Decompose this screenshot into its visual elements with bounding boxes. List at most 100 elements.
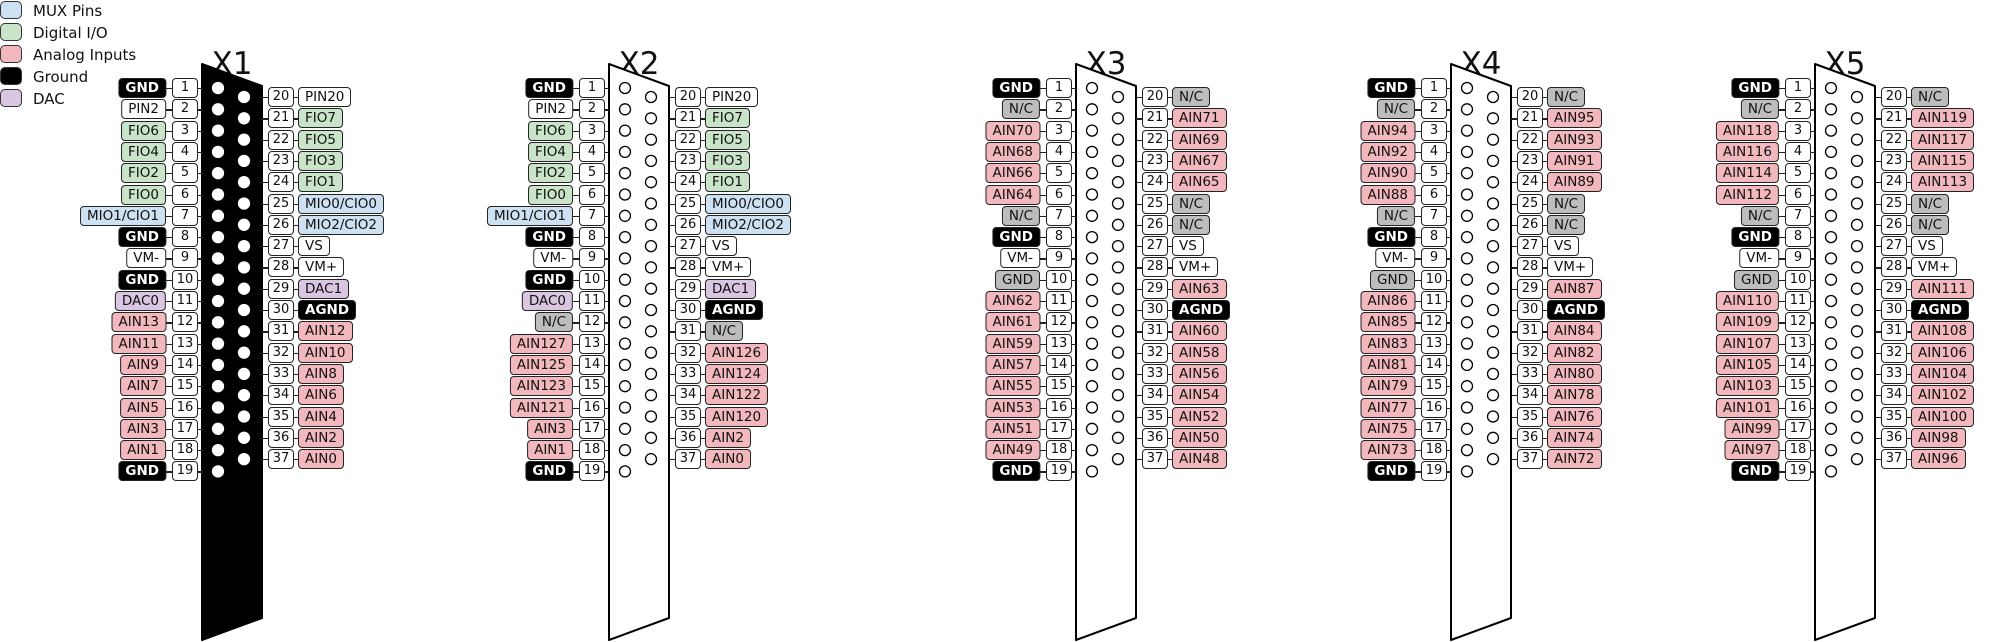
pin-number-31: 31 — [1142, 321, 1168, 342]
pin-number-10: 10 — [1785, 269, 1811, 290]
pin-hole-22 — [1111, 133, 1125, 146]
pin-hole-10 — [1824, 273, 1838, 286]
pin-number-18: 18 — [1785, 440, 1811, 461]
pin-number-30: 30 — [268, 300, 294, 320]
legend-label-ground: Ground — [33, 68, 89, 86]
pin-hole-31 — [1850, 325, 1864, 338]
pin-lead — [605, 428, 609, 431]
pin-lead — [1136, 246, 1142, 248]
pin-number-20: 20 — [1881, 87, 1907, 107]
pin-label-37: AIN48 — [1172, 449, 1227, 470]
pin-lead — [1447, 109, 1451, 111]
pin-lead — [1811, 194, 1815, 196]
pin-lead — [262, 246, 268, 248]
pin-hole-12 — [211, 316, 225, 329]
pin-label-6: FIO0 — [121, 184, 166, 205]
pin-hole-25 — [1850, 197, 1864, 210]
legend: MUX Pins Digital I/O Analog Inputs Groun… — [0, 0, 160, 140]
pin-hole-16 — [618, 401, 632, 414]
pin-hole-25 — [1486, 197, 1500, 210]
pin-number-33: 33 — [1142, 363, 1168, 384]
pin-number-28: 28 — [675, 257, 701, 278]
pin-label-30: AGND — [1911, 300, 1970, 320]
label-lead — [1779, 364, 1785, 367]
pin-lead — [1447, 237, 1451, 239]
pin-number-15: 15 — [1046, 376, 1072, 397]
pin-lead — [669, 288, 675, 290]
legend-swatch-analog-inputs — [0, 45, 22, 63]
pin-lead — [1447, 130, 1451, 132]
label-lead — [1907, 288, 1911, 290]
pin-number-14: 14 — [579, 354, 605, 375]
label-lead — [166, 151, 172, 154]
pin-lead — [669, 246, 675, 248]
pin-number-30: 30 — [1142, 300, 1168, 320]
label-lead — [294, 160, 298, 163]
label-lead — [1543, 267, 1547, 269]
pin-hole-37 — [1111, 452, 1125, 466]
pin-number-3: 3 — [579, 120, 605, 141]
label-lead — [1907, 160, 1911, 163]
pin-hole-6 — [211, 188, 225, 201]
pin-hole-3 — [1085, 124, 1099, 137]
pin-lead — [669, 182, 675, 184]
pin-hole-28 — [1486, 261, 1500, 274]
pin-hole-12 — [1824, 316, 1838, 329]
pin-lead — [1875, 352, 1881, 354]
pin-number-2: 2 — [1046, 99, 1072, 120]
pin-label-32: AIN126 — [705, 342, 769, 363]
label-lead — [166, 428, 172, 431]
pin-lead — [198, 237, 202, 239]
label-lead — [1543, 331, 1547, 333]
pin-lead — [1072, 151, 1076, 154]
pin-number-4: 4 — [172, 141, 198, 162]
pin-number-12: 12 — [1421, 312, 1447, 333]
pin-hole-26 — [1486, 218, 1500, 231]
pin-hole-6 — [1085, 188, 1099, 201]
pin-lead — [1072, 471, 1076, 473]
pin-number-36: 36 — [1881, 427, 1907, 448]
pin-number-26: 26 — [268, 214, 294, 235]
pin-lead — [669, 331, 675, 333]
label-lead — [573, 215, 579, 218]
pin-number-34: 34 — [1517, 385, 1543, 406]
pin-hole-35 — [644, 410, 658, 423]
label-lead — [1168, 182, 1172, 184]
pin-label-33: AIN124 — [705, 363, 769, 384]
pin-hole-20 — [1486, 90, 1500, 104]
pin-hole-31 — [237, 325, 251, 338]
pin-number-3: 3 — [172, 120, 198, 141]
pin-label-25: MIO0/CIO0 — [298, 193, 385, 214]
pin-hole-25 — [237, 197, 251, 210]
pin-label-23: FIO3 — [298, 150, 343, 171]
label-lead — [701, 139, 705, 141]
pin-lead — [669, 97, 675, 99]
pin-label-2: PIN2 — [121, 99, 166, 120]
pin-label-8: GND — [118, 227, 166, 248]
pin-hole-15 — [1085, 380, 1099, 393]
pin-hole-5 — [1824, 167, 1838, 180]
pin-hole-34 — [237, 389, 251, 402]
label-lead — [294, 203, 298, 205]
label-lead — [1543, 395, 1547, 397]
pin-number-11: 11 — [579, 291, 605, 311]
label-lead — [1168, 246, 1172, 248]
pin-lead — [1511, 182, 1517, 184]
pin-hole-24 — [644, 176, 658, 189]
pin-label-11: AIN62 — [985, 291, 1040, 311]
pin-label-30: AGND — [298, 300, 357, 320]
label-lead — [1040, 301, 1046, 303]
pin-number-31: 31 — [268, 321, 294, 342]
pin-label-37: AIN96 — [1911, 449, 1966, 470]
pin-lead — [198, 173, 202, 175]
pin-hole-29 — [644, 282, 658, 295]
pin-hole-7 — [211, 209, 225, 222]
label-lead — [701, 224, 705, 227]
pin-hole-2 — [1824, 103, 1838, 116]
label-lead — [166, 386, 172, 388]
pin-lead — [1811, 88, 1815, 90]
pin-number-9: 9 — [1785, 248, 1811, 269]
label-lead — [573, 237, 579, 239]
pin-lead — [262, 203, 268, 205]
pin-number-26: 26 — [1142, 214, 1168, 235]
